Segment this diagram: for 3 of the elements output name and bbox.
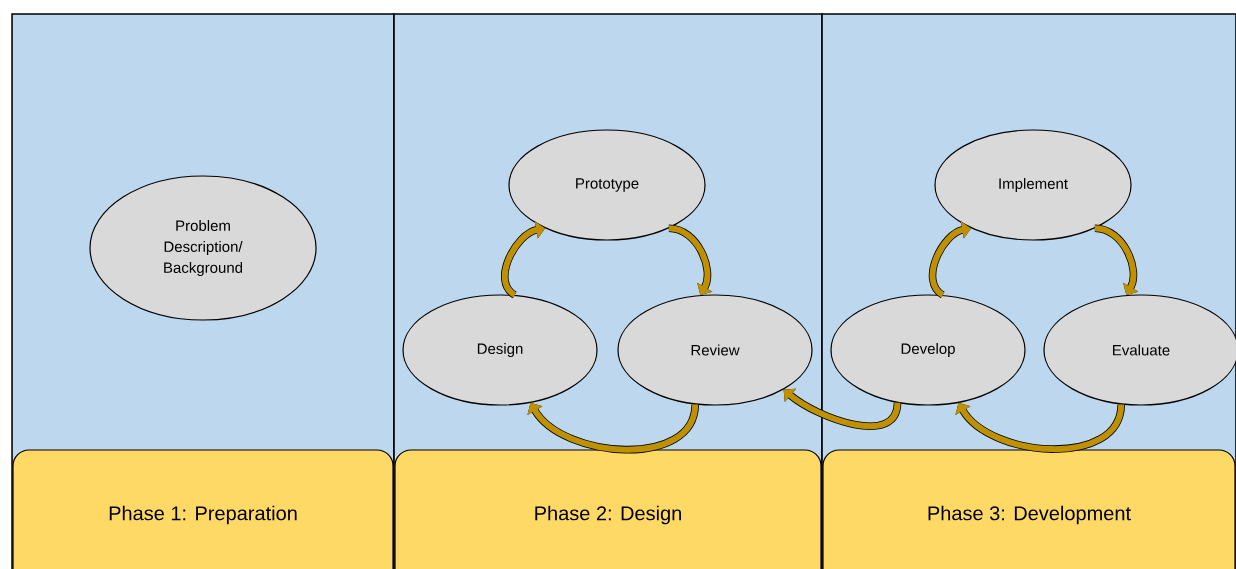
- curved-arrow: [1094, 224, 1139, 295]
- curved-arrow: [668, 224, 713, 295]
- curved-arrow: [783, 388, 902, 430]
